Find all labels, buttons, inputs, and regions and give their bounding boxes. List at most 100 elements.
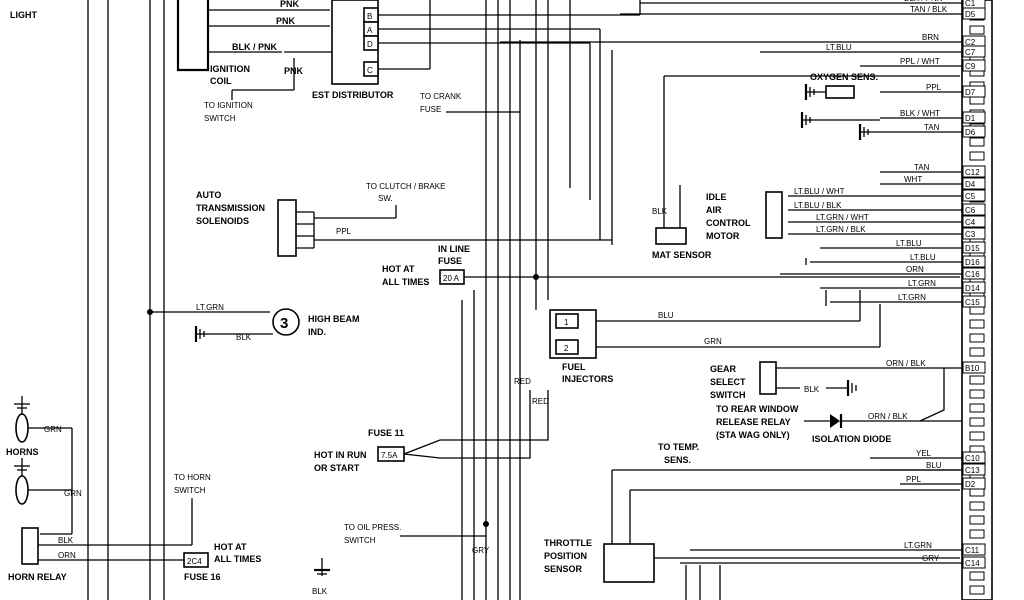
svg-text:OR START: OR START <box>314 463 360 473</box>
throttle-position-label: THROTTLE <box>544 538 592 548</box>
marker-light-label: LIGHT <box>10 10 37 20</box>
ecm-pin-box <box>962 361 986 374</box>
ecm-rung <box>969 417 985 427</box>
pnk-label: PNK <box>276 16 296 26</box>
svg-text:PNK: PNK <box>284 66 304 76</box>
ecm-pin-label: B10 <box>965 364 980 373</box>
ecm-pin-label: C3 <box>965 230 976 239</box>
high-beam-label: HIGH BEAM <box>308 314 360 324</box>
svg-text:20 A: 20 A <box>443 274 460 283</box>
ecm-pin-label: C5 <box>965 192 976 201</box>
svg-text:SELECT: SELECT <box>710 377 746 387</box>
mat-sensor <box>655 227 687 245</box>
ecm-wire-label: LT.BLU / BLK <box>794 201 842 210</box>
ecm-pin-box <box>962 125 986 138</box>
gry-label: GRY <box>472 546 490 555</box>
ecm-wire-label: LT.GRN <box>904 541 932 550</box>
ecm-rung <box>969 403 985 413</box>
horn-grn-label-2: GRN <box>64 489 82 498</box>
ecm-pin-label: D5 <box>965 10 976 19</box>
ecm-rung <box>969 347 985 357</box>
svg-text:FUSE: FUSE <box>420 105 441 114</box>
ecm-rung <box>969 585 985 595</box>
ecm-wire-label: TAN <box>924 123 940 132</box>
ecm-pin-label: C10 <box>965 454 980 463</box>
d1-ground-icon <box>800 112 880 128</box>
svg-text:POSITION: POSITION <box>544 551 587 561</box>
hot-in-run-label: HOT IN RUN <box>314 450 367 460</box>
ppl-label: PPL <box>336 227 352 236</box>
isolation-diode-label: ISOLATION DIODE <box>812 434 891 444</box>
throttle-position-sensor <box>603 543 655 583</box>
gear-blk-label: BLK <box>804 385 820 394</box>
high-beam-indicator <box>272 308 300 336</box>
ignition-coil <box>176 0 364 100</box>
red-label-2: RED <box>532 397 549 406</box>
svg-text:SENS.: SENS. <box>664 455 691 465</box>
horn-lower-icon <box>14 458 72 505</box>
ecm-wire-label: YEL <box>916 449 932 458</box>
mat-blk-label: BLK <box>652 207 668 216</box>
ecm-pin-label: C6 <box>965 206 976 215</box>
svg-text:RELEASE RELAY: RELEASE RELAY <box>716 417 791 427</box>
svg-text:3: 3 <box>280 315 288 332</box>
in-line-fuse-label: IN LINE <box>438 244 470 254</box>
ecm-rung <box>969 389 985 399</box>
auto-trans-label: AUTO <box>196 190 221 200</box>
ecm-pin-label: C12 <box>965 168 980 177</box>
ecm-rung <box>969 319 985 329</box>
ecm-pin-label: D16 <box>965 258 980 267</box>
ecm-pin-label: D6 <box>965 128 976 137</box>
hot-at-all-times-2-label: HOT AT <box>214 542 247 552</box>
ecm-pin-box <box>962 267 986 280</box>
ecm-pin-box <box>962 543 986 556</box>
to-ignition-switch-label: TO IGNITION <box>204 101 253 110</box>
svg-text:AIR: AIR <box>706 205 722 215</box>
grn-injector-label: GRN <box>704 337 722 346</box>
oxygen-ground-icon <box>804 84 826 100</box>
ecm-pin-label: C9 <box>965 62 976 71</box>
svg-text:SWITCH: SWITCH <box>174 486 206 495</box>
ecm-wire-label: TAN <box>914 163 930 172</box>
ecm-pin-box <box>962 177 986 190</box>
bottom-blk-label: BLK <box>312 587 328 596</box>
ecm-pin-box <box>962 203 986 216</box>
oxygen-sens-label: OXYGEN SENS. <box>810 72 878 82</box>
svg-text:7.5A: 7.5A <box>381 451 398 460</box>
svg-text:SWITCH: SWITCH <box>710 390 746 400</box>
ecm-wire-label: BLK / WHT <box>900 109 940 118</box>
ecm-pin-box <box>962 85 986 98</box>
horn-relay <box>21 527 39 565</box>
blu-label: BLU <box>658 311 674 320</box>
ecm-rung <box>969 375 985 385</box>
distributor-wires <box>378 0 640 70</box>
horn-blk-label: BLK <box>58 536 74 545</box>
horn-relay-label: HORN RELAY <box>8 572 67 582</box>
ecm-pin-box <box>962 111 986 124</box>
ecm-rung <box>969 529 985 539</box>
ecm-pin-label: C7 <box>965 48 976 57</box>
auto-transmission-solenoids <box>277 199 612 257</box>
gear-select-label: GEAR <box>710 364 737 374</box>
ecm-rung <box>969 137 985 147</box>
ecm-pin-box <box>962 477 986 490</box>
svg-text:MOTOR: MOTOR <box>706 231 740 241</box>
ecm-pin-box <box>962 227 986 240</box>
ecm-pin-box <box>962 255 986 268</box>
svg-text:2C4: 2C4 <box>187 557 202 566</box>
bottom-ground-icon <box>314 558 330 576</box>
ecm-rung <box>969 515 985 525</box>
svg-text:D: D <box>367 40 373 49</box>
fuse-11-label: FUSE 11 <box>368 428 404 438</box>
fuse-16 <box>183 552 209 568</box>
horn-orn-label: ORN <box>58 551 76 560</box>
svg-text:C: C <box>367 66 373 75</box>
svg-text:SENSOR: SENSOR <box>544 564 583 574</box>
ecm-pin-box <box>962 281 986 294</box>
to-crank-fuse-label: TO CRANK <box>420 92 462 101</box>
ecm-pin-box <box>962 189 986 202</box>
svg-text:COIL: COIL <box>210 76 232 86</box>
ecm-wire-label: BRN <box>922 33 939 42</box>
horns-label: HORNS <box>6 447 39 457</box>
ecm-pin-box <box>962 215 986 228</box>
